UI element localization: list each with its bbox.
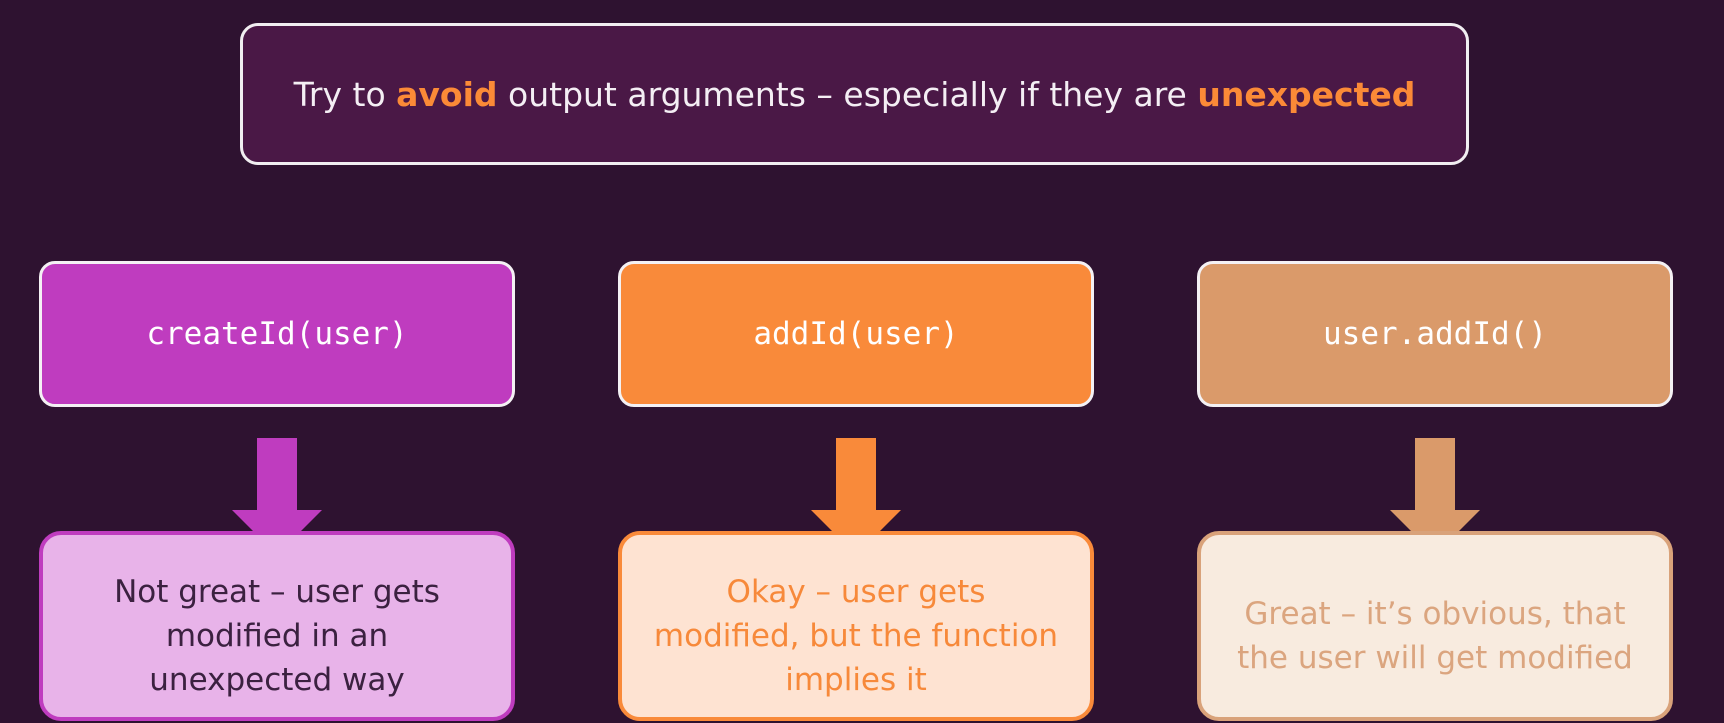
code-box-user-add-id: user.addId() xyxy=(1197,261,1673,407)
verdict-text-create-id: Not great – user gets modified in an une… xyxy=(114,574,440,698)
verdict-box-user-add-id: Great – it’s obvious, that the user will… xyxy=(1197,531,1673,721)
down-arrow-icon xyxy=(811,438,901,555)
down-arrow-icon xyxy=(1390,438,1480,555)
code-label-user-add-id: user.addId() xyxy=(1323,316,1547,352)
header-box: Try to avoid output arguments – especial… xyxy=(240,23,1469,165)
column-add-id: addId(user) Okay – user gets modified, b… xyxy=(618,261,1094,723)
column-create-id: createId(user) Not great – user gets mod… xyxy=(39,261,515,723)
code-box-add-id: addId(user) xyxy=(618,261,1094,407)
header-middle: output arguments – especially if they ar… xyxy=(497,74,1198,114)
verdict-box-create-id: Not great – user gets modified in an une… xyxy=(39,531,515,721)
code-box-create-id: createId(user) xyxy=(39,261,515,407)
column-user-add-id: user.addId() Great – it’s obvious, that … xyxy=(1197,261,1673,723)
header-text: Try to avoid output arguments – especial… xyxy=(294,75,1416,114)
header-emphasis-avoid: avoid xyxy=(396,74,498,114)
header-emphasis-unexpected: unexpected xyxy=(1197,74,1416,114)
verdict-text-add-id: Okay – user gets modified, but the funct… xyxy=(653,574,1059,698)
code-label-add-id: addId(user) xyxy=(753,316,959,352)
header-prefix: Try to xyxy=(293,74,397,114)
verdict-box-add-id: Okay – user gets modified, but the funct… xyxy=(618,531,1094,721)
code-label-create-id: createId(user) xyxy=(146,316,408,352)
verdict-text-user-add-id: Great – it’s obvious, that the user will… xyxy=(1237,596,1633,676)
down-arrow-icon xyxy=(232,438,322,555)
